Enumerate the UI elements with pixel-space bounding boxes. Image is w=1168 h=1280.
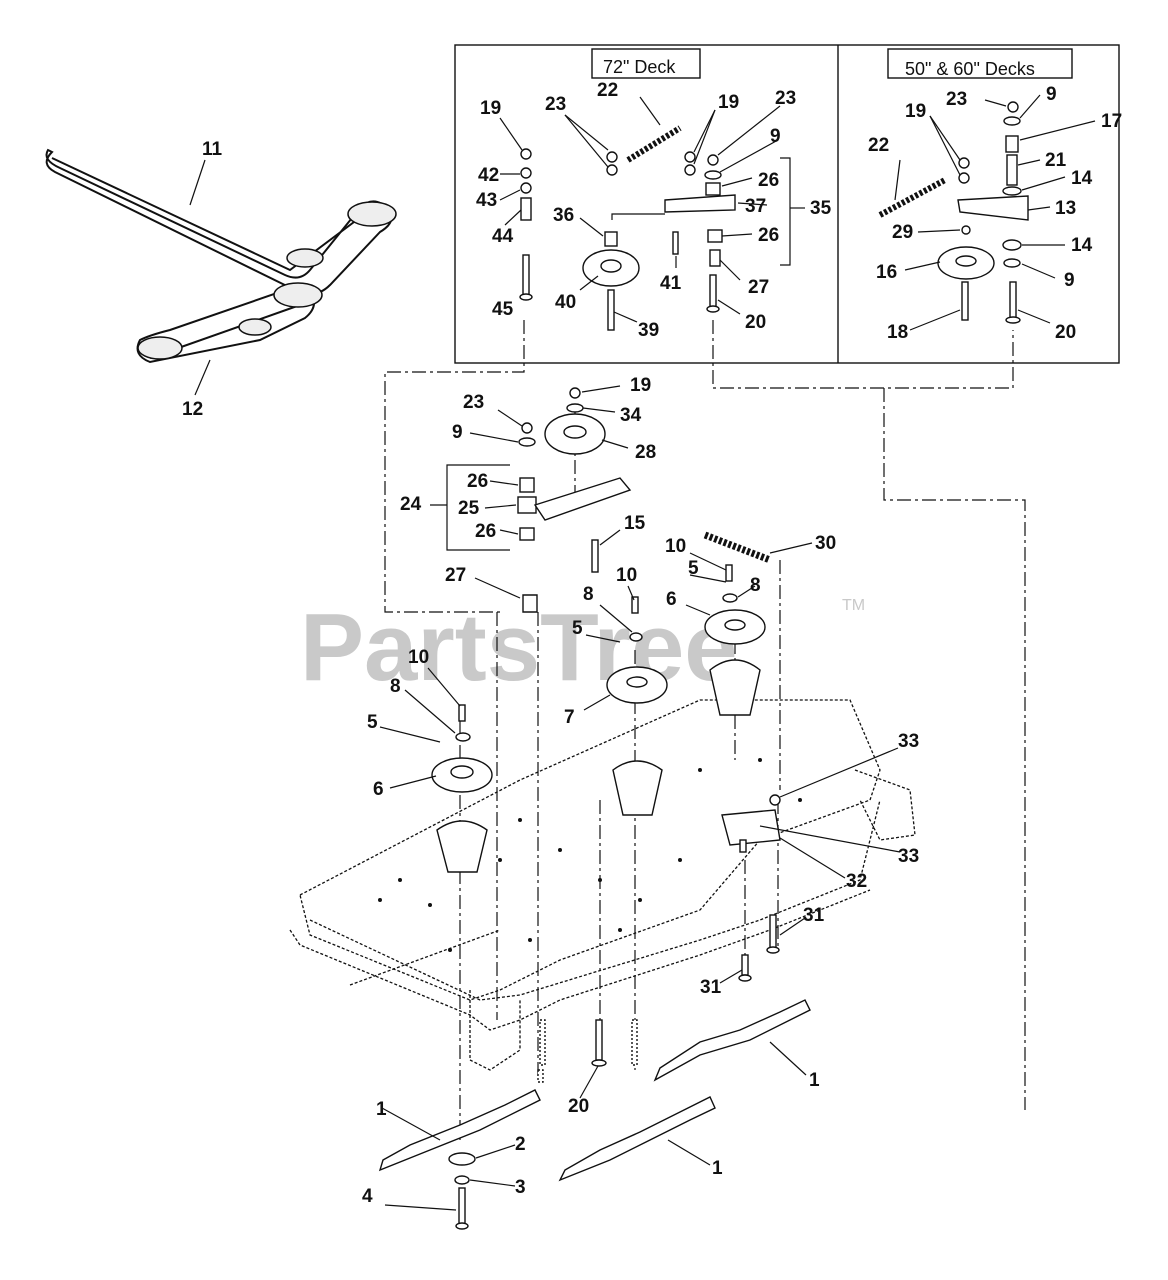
drive-belts	[45, 148, 393, 364]
callout-13: 13	[1055, 198, 1076, 219]
callout-2: 2	[515, 1134, 526, 1155]
callout-18: 18	[887, 322, 908, 343]
callout-10: 10	[616, 565, 637, 586]
watermark-text: PartsTree	[300, 594, 738, 701]
callout-19: 19	[480, 98, 501, 119]
callout-40: 40	[555, 292, 576, 313]
inset-box	[454, 44, 1120, 364]
callout-26: 26	[758, 170, 779, 191]
callout-23: 23	[775, 88, 796, 109]
callout-5: 5	[688, 558, 699, 579]
inset-header-50-60-decks: 50" & 60" Decks	[905, 59, 1035, 79]
watermark-trademark: TM	[842, 597, 865, 614]
mower-blades	[378, 999, 811, 1230]
callout-15: 15	[624, 513, 646, 534]
callout-8: 8	[583, 584, 594, 605]
callout-6: 6	[666, 589, 677, 610]
callout-12: 12	[182, 399, 203, 420]
callout-17: 17	[1101, 111, 1122, 132]
callout-23: 23	[545, 94, 566, 115]
callout-39: 39	[638, 320, 659, 341]
inset-header-72-deck: 72" Deck	[603, 57, 676, 77]
callout-34: 34	[620, 405, 642, 426]
routing-lines	[384, 320, 1026, 1140]
callout-26: 26	[475, 521, 496, 542]
callout-3: 3	[515, 1177, 526, 1198]
deck-bolt-holes	[378, 758, 802, 952]
callout-8: 8	[750, 575, 761, 596]
callout-19: 19	[630, 375, 651, 396]
inset-72-leaders	[499, 96, 805, 323]
callout-5: 5	[572, 618, 583, 639]
callout-32: 32	[846, 871, 867, 892]
callout-19: 19	[718, 92, 739, 113]
inset-72-parts	[519, 125, 736, 331]
callout-29: 29	[892, 222, 913, 243]
callout-20: 20	[568, 1096, 589, 1117]
callout-22: 22	[868, 135, 889, 156]
callout-20: 20	[745, 312, 766, 333]
callout-19: 19	[905, 101, 926, 122]
callout-41: 41	[660, 273, 682, 294]
callout-44: 44	[492, 226, 514, 247]
callout-1: 1	[376, 1099, 387, 1120]
callout-36: 36	[553, 205, 574, 226]
callout-42: 42	[478, 165, 499, 186]
callout-30: 30	[815, 533, 836, 554]
callout-31: 31	[700, 977, 722, 998]
callout-14: 14	[1071, 168, 1093, 189]
callout-23: 23	[946, 89, 967, 110]
callout-23: 23	[463, 392, 484, 413]
callout-27: 27	[445, 565, 466, 586]
callout-10: 10	[408, 647, 429, 668]
callout-28: 28	[635, 442, 656, 463]
belt-pulleys	[137, 201, 397, 360]
callout-43: 43	[476, 190, 497, 211]
callout-1: 1	[809, 1070, 820, 1091]
callout-21: 21	[1045, 150, 1067, 171]
inset-50-60-leaders	[894, 94, 1096, 331]
callout-7: 7	[564, 707, 575, 728]
idler-arm-assembly	[431, 387, 781, 1083]
callout-5: 5	[367, 712, 378, 733]
callout-1: 1	[712, 1158, 723, 1179]
callout-16: 16	[876, 262, 897, 283]
callout-25: 25	[458, 498, 480, 519]
callout-10: 10	[665, 536, 686, 557]
mower-deck	[289, 699, 916, 1071]
callout-8: 8	[390, 676, 401, 697]
callout-45: 45	[492, 299, 514, 320]
callout-27: 27	[748, 277, 769, 298]
callout-33: 33	[898, 846, 919, 867]
inset-50-60-parts	[878, 101, 1029, 324]
callout-9: 9	[1046, 84, 1057, 105]
callout-26: 26	[758, 225, 779, 246]
callout-35: 35	[810, 198, 832, 219]
callout-22: 22	[597, 80, 618, 101]
callout-4: 4	[362, 1186, 373, 1207]
callout-20: 20	[1055, 322, 1076, 343]
callout-11: 11	[202, 139, 223, 160]
callout-24: 24	[400, 494, 422, 515]
callout-26: 26	[467, 471, 488, 492]
callout-31: 31	[803, 905, 825, 926]
callout-9: 9	[452, 422, 463, 443]
callout-9: 9	[770, 126, 781, 147]
callout-14: 14	[1071, 235, 1093, 256]
main-leaders	[189, 159, 901, 1211]
callout-numbers: 11 12 19 23 22 19 23 9 26 37 35 36 26 27…	[182, 80, 1122, 1207]
callout-6: 6	[373, 779, 384, 800]
callout-37: 37	[745, 196, 766, 217]
callout-33: 33	[898, 731, 919, 752]
callout-9: 9	[1064, 270, 1075, 291]
